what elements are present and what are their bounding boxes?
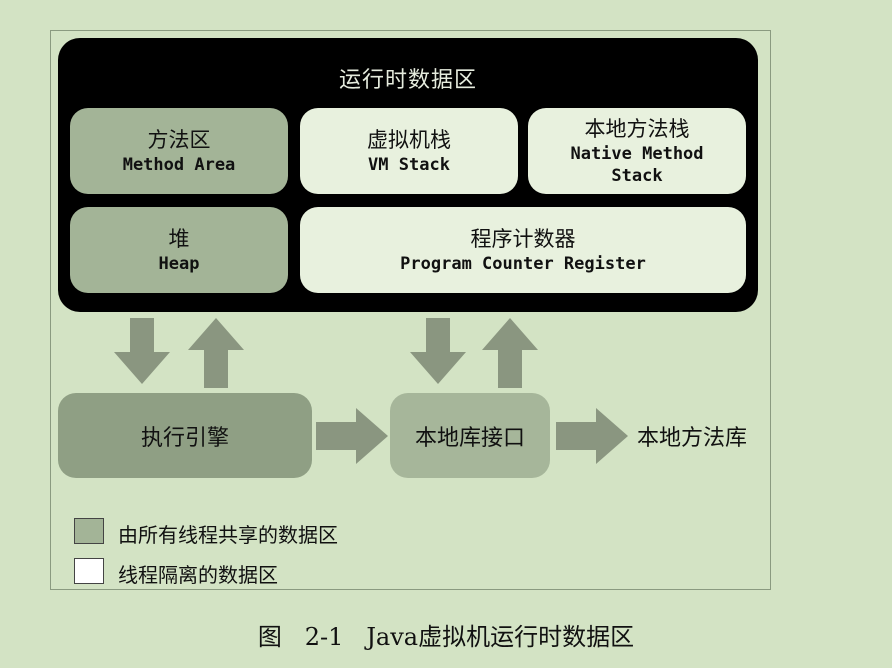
legend-shared-swatch [74, 518, 104, 544]
program-counter-cn-label: 程序计数器 [470, 227, 576, 251]
execution-engine: 执行引擎 [58, 393, 312, 478]
vm-stack-cn-label: 虚拟机栈 [367, 128, 451, 152]
diagram-frame [50, 30, 771, 590]
caption-prefix: 图 [257, 623, 282, 651]
native-method-stack-en-line2: Stack [611, 166, 663, 186]
method-area: 方法区 Method Area [70, 108, 288, 194]
runtime-data-area-title: 运行时数据区 [338, 68, 477, 93]
native-method-stack: 本地方法栈 Native Method Stack [528, 108, 746, 194]
native-library-interface-label: 本地库接口 [414, 425, 525, 451]
method-area-cn-label: 方法区 [147, 128, 211, 152]
heap: 堆 Heap [70, 207, 288, 293]
right-arrow-icon [556, 408, 628, 464]
program-counter-register: 程序计数器 Program Counter Register [300, 207, 746, 293]
native-method-stack-en-line1: Native Method [570, 144, 704, 164]
heap-cn-label: 堆 [168, 227, 190, 251]
method-area-en-label: Method Area [122, 155, 236, 175]
down-arrow-icon [114, 318, 170, 384]
native-method-stack-cn-label: 本地方法栈 [584, 117, 690, 141]
legend-private-label: 线程隔离的数据区 [118, 563, 278, 587]
heap-en-label: Heap [158, 254, 200, 274]
caption-number: 2-1 [304, 623, 344, 651]
up-arrow-icon [188, 318, 244, 388]
execution-engine-label: 执行引擎 [140, 425, 229, 451]
right-arrow-icon [316, 408, 388, 464]
legend-private-swatch [74, 558, 104, 584]
native-library-interface: 本地库接口 [390, 393, 550, 478]
vm-stack-en-label: VM Stack [368, 155, 450, 175]
figure-caption: 图 2-1 Java虚拟机运行时数据区 [0, 617, 892, 652]
caption-title: Java虚拟机运行时数据区 [366, 623, 635, 651]
vm-stack: 虚拟机栈 VM Stack [300, 108, 518, 194]
legend-shared-label: 由所有线程共享的数据区 [118, 523, 338, 547]
native-method-library-label: 本地方法库 [637, 426, 748, 451]
down-arrow-icon [410, 318, 466, 384]
up-arrow-icon [482, 318, 538, 388]
program-counter-en-label: Program Counter Register [400, 254, 646, 274]
